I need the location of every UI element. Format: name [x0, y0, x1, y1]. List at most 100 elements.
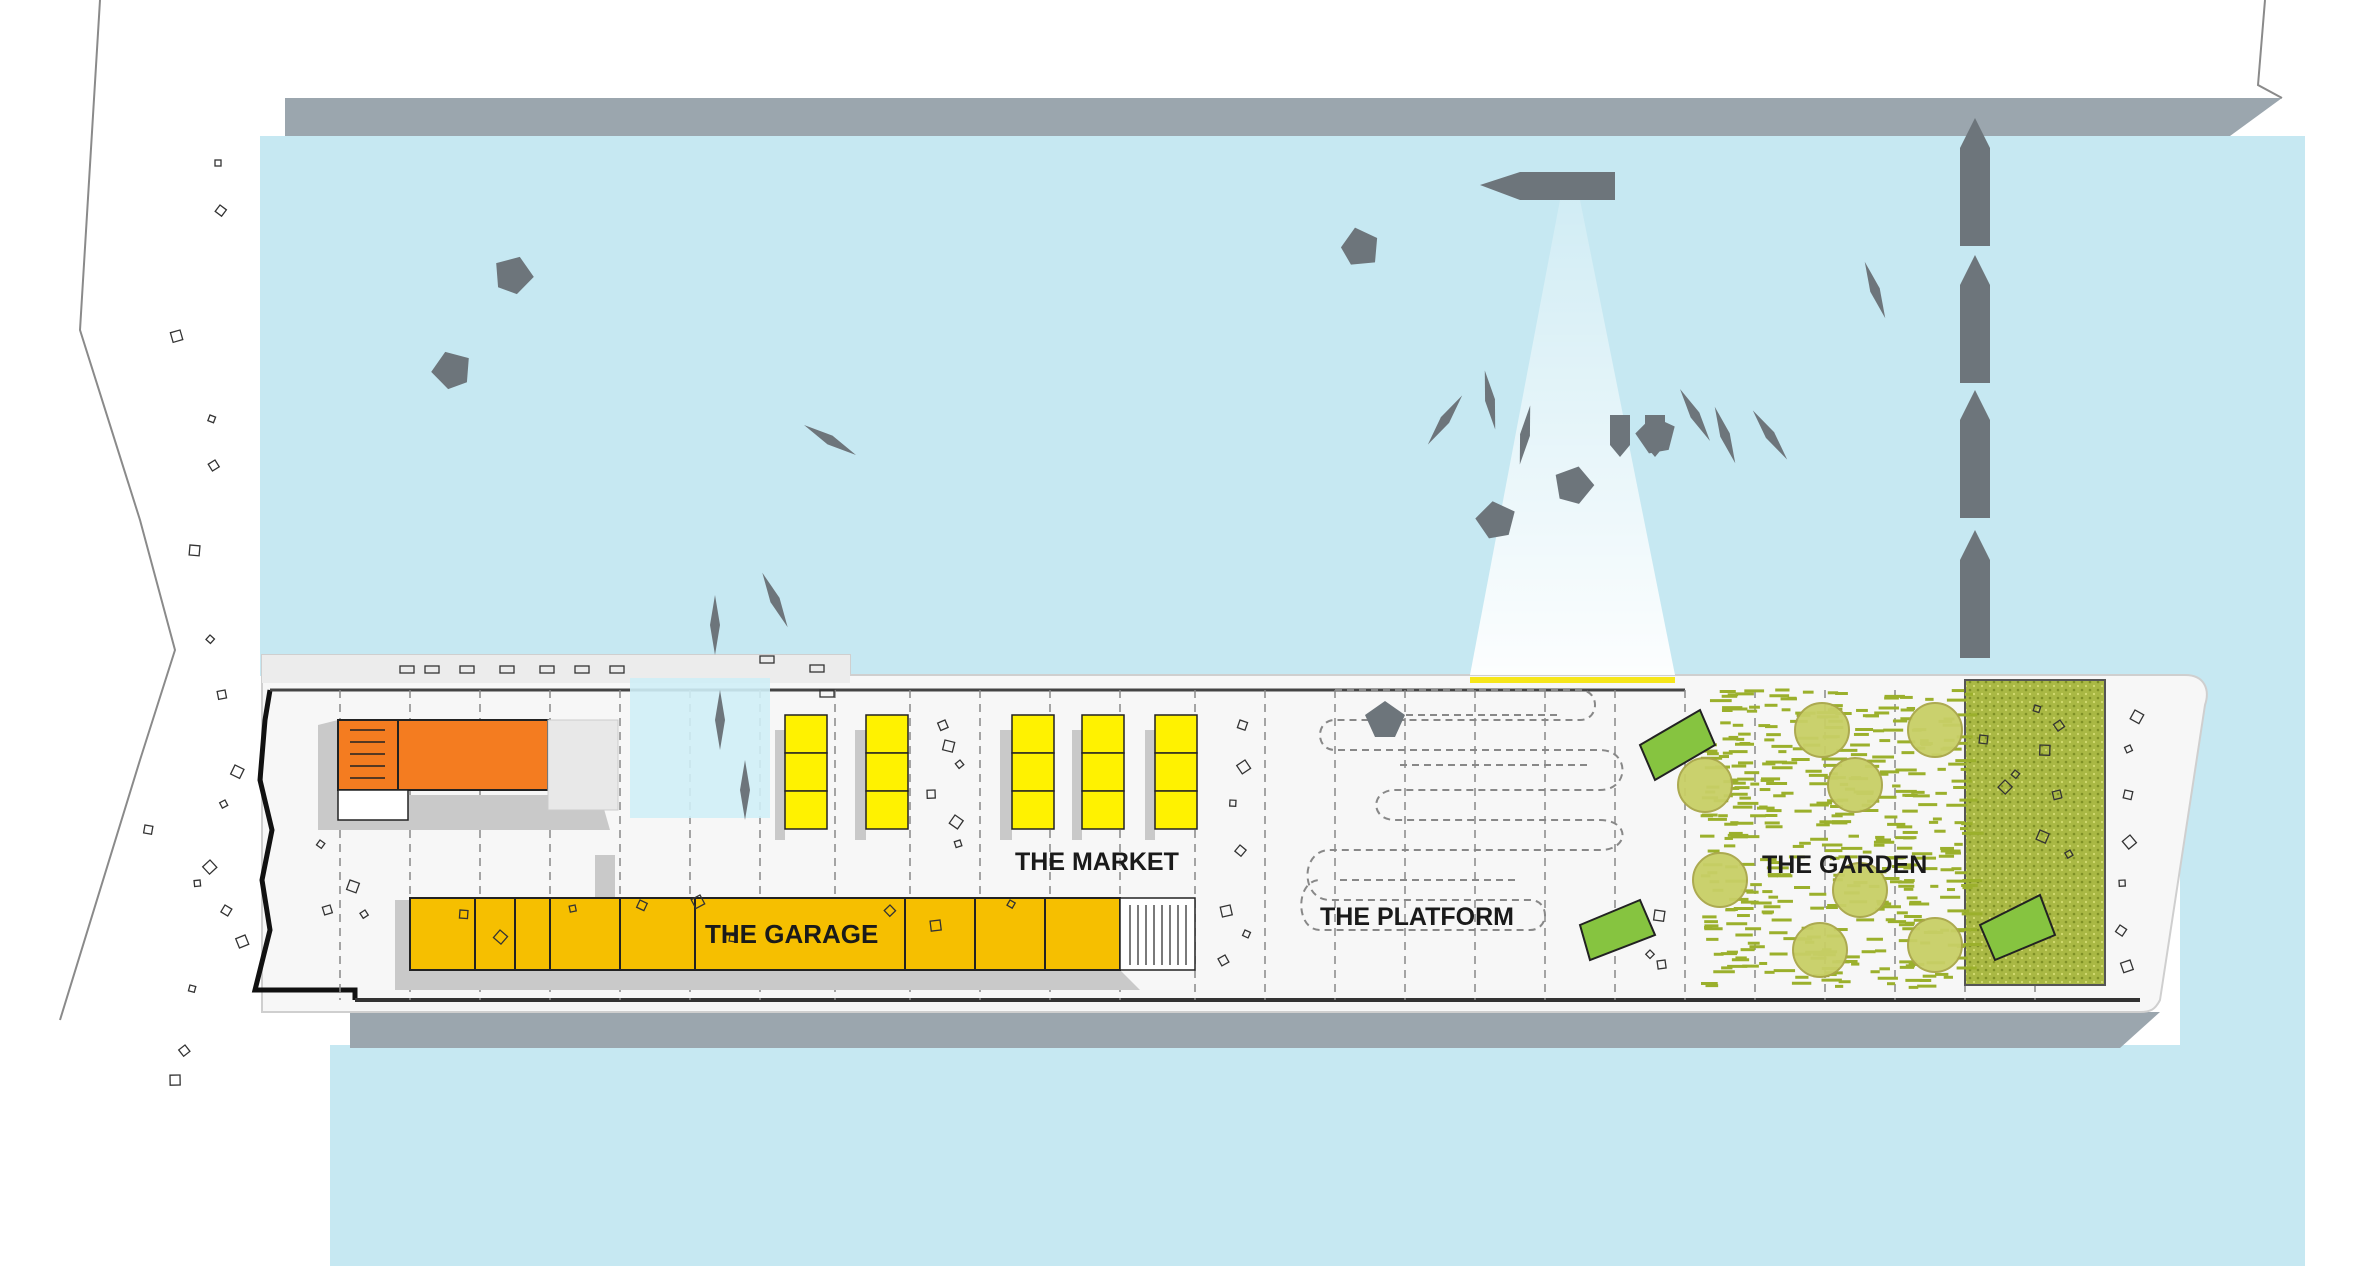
furniture-item — [1219, 904, 1234, 918]
furniture-item — [690, 894, 706, 910]
small-boat — [1645, 415, 1665, 457]
garage-bar — [409, 897, 1121, 971]
office-annex — [547, 719, 619, 811]
furniture-item — [492, 929, 509, 946]
north-quay-wall — [285, 98, 2282, 136]
furniture-item — [1644, 949, 1656, 960]
furniture-item — [345, 879, 361, 894]
furniture-item — [2010, 769, 2021, 780]
furniture-item — [142, 824, 154, 836]
furniture-item — [1978, 734, 1989, 745]
west-facade — [251, 689, 358, 1000]
small-boat — [1340, 227, 1378, 265]
small-boat — [1365, 701, 1405, 737]
rowing-boat — [1864, 261, 1886, 319]
furniture-item — [2035, 829, 2051, 844]
market-stall — [1011, 790, 1055, 830]
rowing-boat — [1427, 395, 1463, 445]
garage-ramp-treads — [1129, 905, 1187, 965]
rowing-boat — [804, 425, 856, 455]
small-boat — [431, 351, 469, 390]
furniture-item — [941, 739, 956, 753]
furniture-item — [229, 764, 245, 780]
bench — [609, 665, 625, 674]
furniture-item — [214, 204, 228, 218]
furniture-item — [207, 459, 221, 472]
moored-barge — [1960, 118, 1990, 246]
label-the-platform: THE PLATFORM — [1320, 903, 1514, 931]
furniture-item — [954, 759, 965, 770]
furniture-item — [1217, 954, 1230, 967]
furniture-item — [219, 904, 233, 917]
market-stall — [1154, 752, 1198, 792]
furniture-item — [2118, 879, 2126, 887]
furniture-item — [635, 899, 649, 912]
moored-barges — [1960, 118, 1990, 658]
bench — [459, 665, 475, 674]
furniture-item — [1233, 844, 1248, 858]
bench — [574, 665, 590, 674]
bench — [539, 665, 555, 674]
left-bank-outline — [59, 0, 177, 1021]
rowing-boat — [740, 760, 750, 820]
small-boat — [1610, 415, 1630, 457]
furniture-item — [2051, 789, 2063, 801]
furniture-item — [201, 859, 218, 876]
furniture-item — [2032, 704, 2042, 714]
scattered-furniture — [142, 159, 2145, 1086]
south-quay-wall — [350, 1012, 2160, 1048]
small-boat — [1555, 466, 1595, 504]
market-stall — [865, 714, 909, 754]
furniture-item — [2114, 924, 2128, 938]
bench — [399, 665, 415, 674]
garden-tree — [1827, 757, 1883, 813]
furniture-item — [2123, 744, 2134, 754]
furniture-item — [2129, 709, 2145, 725]
moored-barge — [1960, 530, 1990, 658]
furniture-item — [929, 919, 942, 932]
furniture-item — [205, 634, 216, 645]
furniture-item — [207, 414, 217, 424]
furniture-item — [216, 689, 228, 701]
bench — [759, 655, 775, 664]
furniture-item — [169, 329, 184, 344]
rowing-boat — [1519, 405, 1531, 465]
rowing-boat — [1680, 389, 1710, 441]
water-north — [260, 136, 2310, 676]
market-stall — [784, 714, 828, 754]
water-west-strip — [260, 136, 270, 676]
furniture-item — [948, 814, 965, 830]
furniture-item — [188, 544, 201, 557]
large-ship — [1480, 172, 1615, 200]
market-stall — [865, 752, 909, 792]
bench — [809, 664, 825, 673]
furniture-item — [187, 984, 197, 994]
furniture-item — [214, 159, 222, 167]
market-stall — [1154, 790, 1198, 830]
garage-partitions — [474, 898, 1046, 970]
rowing-boat — [1484, 370, 1496, 430]
market-stall — [1011, 752, 1055, 792]
green-roof-pavilions — [1578, 708, 2057, 962]
garden-tree — [1677, 757, 1733, 813]
furniture-item — [1229, 799, 1237, 807]
market-stall — [865, 790, 909, 830]
platform-track — [1300, 689, 1624, 931]
furniture-item — [568, 904, 578, 913]
small-boat — [1475, 501, 1515, 539]
furniture-item — [315, 839, 326, 850]
rowing-boat — [715, 690, 725, 750]
rowing-boat — [1752, 410, 1788, 460]
market-stall — [1081, 790, 1125, 830]
garden-tree — [1832, 862, 1888, 918]
furniture-item — [321, 904, 334, 916]
market-stall — [1154, 714, 1198, 754]
rowing-boat — [1714, 406, 1736, 464]
label-the-garden: THE GARDEN — [1762, 851, 1927, 879]
office-stair-treads — [350, 729, 385, 779]
furniture-item — [1652, 909, 1666, 923]
market-stall — [1081, 752, 1125, 792]
furniture-item — [359, 909, 370, 920]
east-bank-line — [2256, 0, 2283, 99]
